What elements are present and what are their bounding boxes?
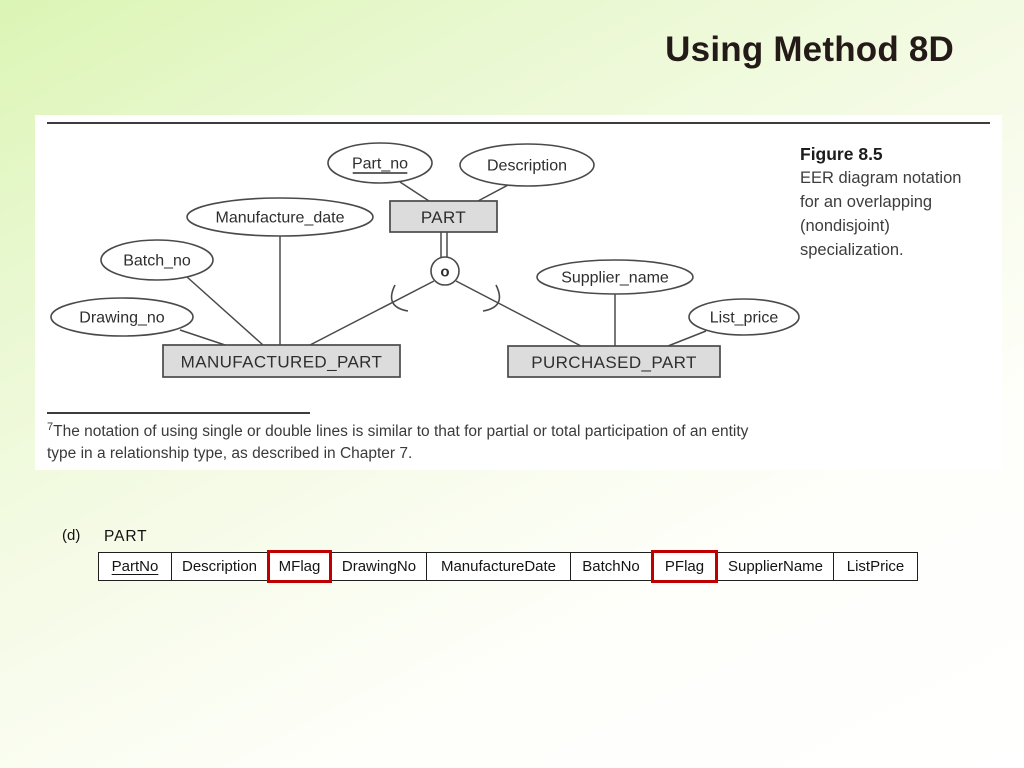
part-relation-table: PartNo Description MFlag DrawingNo Manufactu… [98,550,918,583]
attribute-ellipse-batch_no [100,239,214,281]
attribute-ellipse-drawing_no [50,297,194,337]
column-label: ManufactureDate [440,558,557,575]
column-cell-pflag: PFlag [651,550,718,583]
column-label: PFlag [664,558,705,575]
connector-line [309,280,435,346]
connector-line [399,181,430,202]
footnote-line: The notation of using single or double l… [53,423,749,441]
column-cell-description: Description [170,552,269,581]
attribute-ellipse-list_price [688,298,800,336]
footnote-line: type in a relationship type, as describe… [47,444,413,462]
entity-label-purchased_part: PURCHASED_PART [531,353,697,372]
footnote-marker: 7 [47,421,54,433]
attribute-ellipse-supplier_name [536,259,694,295]
column-label: ListPrice [846,558,905,575]
connector-line [179,329,229,347]
figure-caption-line: EER diagram notation [800,169,962,187]
attribute-label-drawing_no: Drawing_no [79,310,164,327]
panel-label: (d) [62,527,81,544]
subset-arc [390,284,409,312]
attribute-ellipse-description [459,143,595,187]
footnote-rule [47,412,310,414]
figure-caption-title: Figure 8.5 [800,144,883,164]
attribute-label-part_no: Part_no [352,156,408,173]
entity-rect-purchased_part [507,345,721,378]
connector-line [667,330,707,347]
attribute-label-batch_no: Batch_no [123,253,191,270]
column-cell-manufacturedate: ManufactureDate [426,552,571,581]
attribute-label-list_price: List_price [710,310,779,327]
figure-caption-line: for an overlapping [800,193,933,211]
eer-diagram: Part_no DescriptionManufacture_dateBatch_… [50,142,800,378]
column-label: DrawingNo [341,558,417,575]
overlap-symbol: o [440,264,449,281]
slide-title: Using Method 8D [665,30,954,69]
column-cell-suppliername: SupplierName [716,552,835,581]
attribute-ellipse-manufacture_date [186,197,374,237]
attribute-label-manufacture_date: Manufacture_date [216,210,345,227]
figure-caption-line: (nondisjoint) [800,217,890,235]
column-cell-mflag: MFlag [267,550,332,583]
connector-line [477,183,511,202]
attribute-label-description: Description [487,158,567,175]
overlap-circle [430,256,460,286]
column-cell-listprice: ListPrice [833,552,918,581]
entity-label-manufactured_part: MANUFACTURED_PART [181,353,383,372]
entity-label-part: PART [421,208,466,227]
column-label: Description [181,558,258,575]
column-cell-drawingno: DrawingNo [330,552,428,581]
column-cell-batchno: BatchNo [569,552,653,581]
entity-rect-part [389,200,498,233]
column-label: MFlag [278,558,321,575]
relation-table-title: PART [104,528,148,545]
connector-line [186,276,264,346]
entity-rect-manufactured_part [162,344,401,378]
column-label: SupplierName [727,558,824,575]
attribute-label-supplier_name: Supplier_name [561,270,669,287]
column-cell-partno: PartNo [98,552,172,581]
footnote: 7The notation of using single or double … [47,417,847,464]
figure-top-rule [47,122,990,124]
figure-caption-line: specialization. [800,241,904,259]
figure-caption: Figure 8.5 EER diagram notation for an o… [800,142,1010,262]
subset-arc [482,284,501,312]
column-label: BatchNo [582,558,640,575]
connector-line [455,280,582,347]
column-label: PartNo [111,558,159,575]
